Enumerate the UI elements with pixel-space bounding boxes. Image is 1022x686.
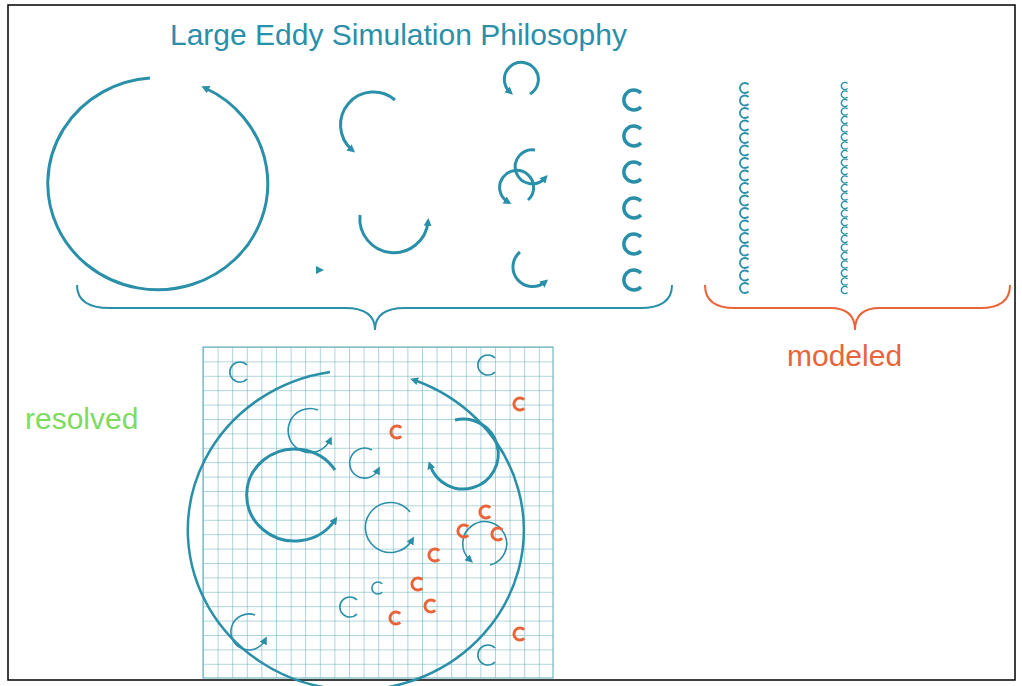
diagram-title: Large Eddy Simulation Philosophy [170, 18, 627, 53]
modeled-label: modeled [787, 339, 902, 374]
resolved-label: resolved [25, 402, 138, 437]
